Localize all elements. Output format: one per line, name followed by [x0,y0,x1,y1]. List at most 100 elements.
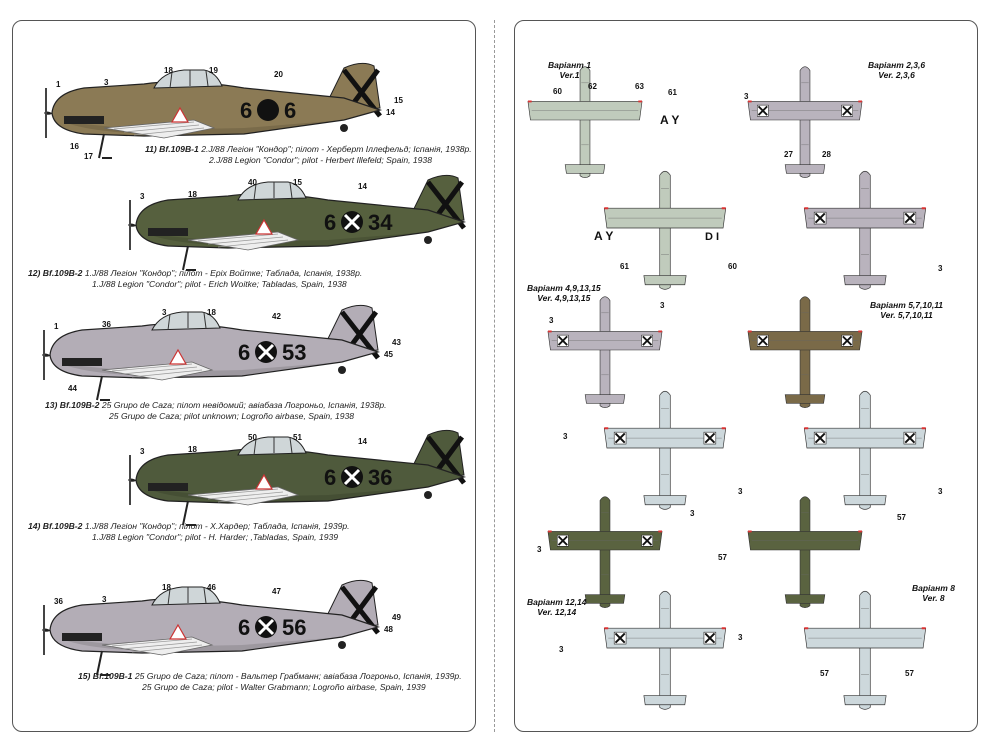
plan-tailplane [584,594,626,604]
plan-tailplane [784,164,826,174]
callout-number: 18 [164,66,173,75]
callout-number: 3 [559,645,564,654]
wing-saltire [557,535,568,546]
callout-number: 17 [84,152,93,161]
variant-label-ua: Варіант 1 [548,60,591,70]
wing-saltire [814,212,826,224]
callout-number: 3 [140,447,145,456]
wing-saltire [642,535,653,546]
callout-number: 3 [102,595,107,604]
plan-fuselage [799,296,811,408]
plan-ver8-bottom [803,590,927,710]
callout-number: 40 [248,178,257,187]
fuselage-code-left: 6 [324,210,336,235]
landing-gear [98,133,112,159]
plan-panel-lines [751,82,859,145]
wing-code-letters: A Y [660,113,679,127]
plan-panel-lines [608,608,722,675]
callout-number: 3 [140,192,145,201]
plan-fuselage [799,66,811,178]
tail-wheel [338,366,346,374]
callout-number: 49 [392,613,401,622]
callout-number: 63 [635,82,644,91]
fuselage-code-left: 6 [324,465,336,490]
callout-number: 62 [588,82,597,91]
callout-number: 51 [293,433,302,442]
tail-wheel [340,124,348,132]
callout-number: 27 [784,150,793,159]
plan-fuselage [659,170,671,290]
engine-panel [148,483,188,491]
plan-panel-lines [808,408,922,475]
caption-line-en: 25 Grupo de Caza; pilot unknown; Logroño… [109,411,355,421]
plan-ver12-bottom [603,590,727,710]
cowl-emblem [254,473,274,490]
callout-number: 48 [384,625,393,634]
callout-number: 36 [102,320,111,329]
plan-panel-lines [808,188,922,255]
callout-number: 60 [553,87,562,96]
variant-label-en: Ver. 4,9,13,15 [537,293,591,303]
plan-ver1-top [527,66,643,178]
plan-panel-lines [551,512,659,575]
callout-number: 46 [207,583,216,592]
callout-number: 60 [728,262,737,271]
plan-tailplane [584,394,626,404]
wing-saltire [614,632,626,644]
callout-number: 15 [293,178,302,187]
fuselage-code-right: 34 [368,210,393,235]
variant-label-en: Ver. 5,7,10,11 [880,310,933,320]
plan-tailplane [643,275,687,286]
callout-number: 42 [272,312,281,321]
cowl-emblem [170,106,190,123]
callout-number: 28 [822,150,831,159]
aircraft-profile: 6 34 [128,174,467,271]
roundel-saltire [257,343,275,361]
plan-fuselage [859,390,871,510]
plan-tailplane [843,495,887,506]
caption-model: 15) Bf.109B-1 [78,671,135,681]
callout-number: 20 [274,70,283,79]
wing-saltire [757,335,768,346]
plan-fuselage [659,590,671,710]
fuselage-code-right: 56 [282,615,306,640]
callout-number: 3 [162,308,167,317]
variant-label-en: Ver. 2,3,6 [878,70,915,80]
callout-number: 18 [162,583,171,592]
plan-fuselage [579,66,591,178]
fuselage-code-left: 6 [238,615,250,640]
fuselage-code-left: 6 [238,340,250,365]
callout-number: 57 [897,513,906,522]
callout-number: 57 [718,553,727,562]
aircraft-caption: 13) Bf.109B-2 25 Grupo de Caza; пілот не… [45,400,387,422]
plan-ver12-top [547,496,663,608]
wing-saltire [557,335,568,346]
callout-number: 16 [70,142,79,151]
caption-line-en: 1.J/88 Legion "Condor"; pilot - H. Harde… [92,532,339,542]
wing-saltire [904,212,916,224]
variant-label-ua: Варіант 2,3,6 [868,60,926,70]
wing-saltire [704,432,716,444]
callout-number: 3 [563,432,568,441]
caption-line-en: 25 Grupo de Caza; pilot - Walter Grabman… [142,682,426,692]
callout-number: 57 [905,669,914,678]
engine-panel [148,228,188,236]
caption-model: 11) Bf.109B-1 [145,144,202,154]
variant-label-en: Ver. 12,14 [537,607,577,617]
wing-saltire [704,632,716,644]
plan-tailplane [643,695,687,706]
callout-number: 1 [56,80,61,89]
callout-number: 44 [68,384,77,393]
plan-fuselage [799,496,811,608]
tail-wheel [338,641,346,649]
plan-panel-lines [551,312,659,375]
right-plan-panel [514,20,978,732]
callout-number: 3 [537,545,542,554]
caption-line-ua: 25 Grupo de Caza; пілот невідомий; авіаб… [101,400,387,410]
canopy-frames [253,182,293,201]
